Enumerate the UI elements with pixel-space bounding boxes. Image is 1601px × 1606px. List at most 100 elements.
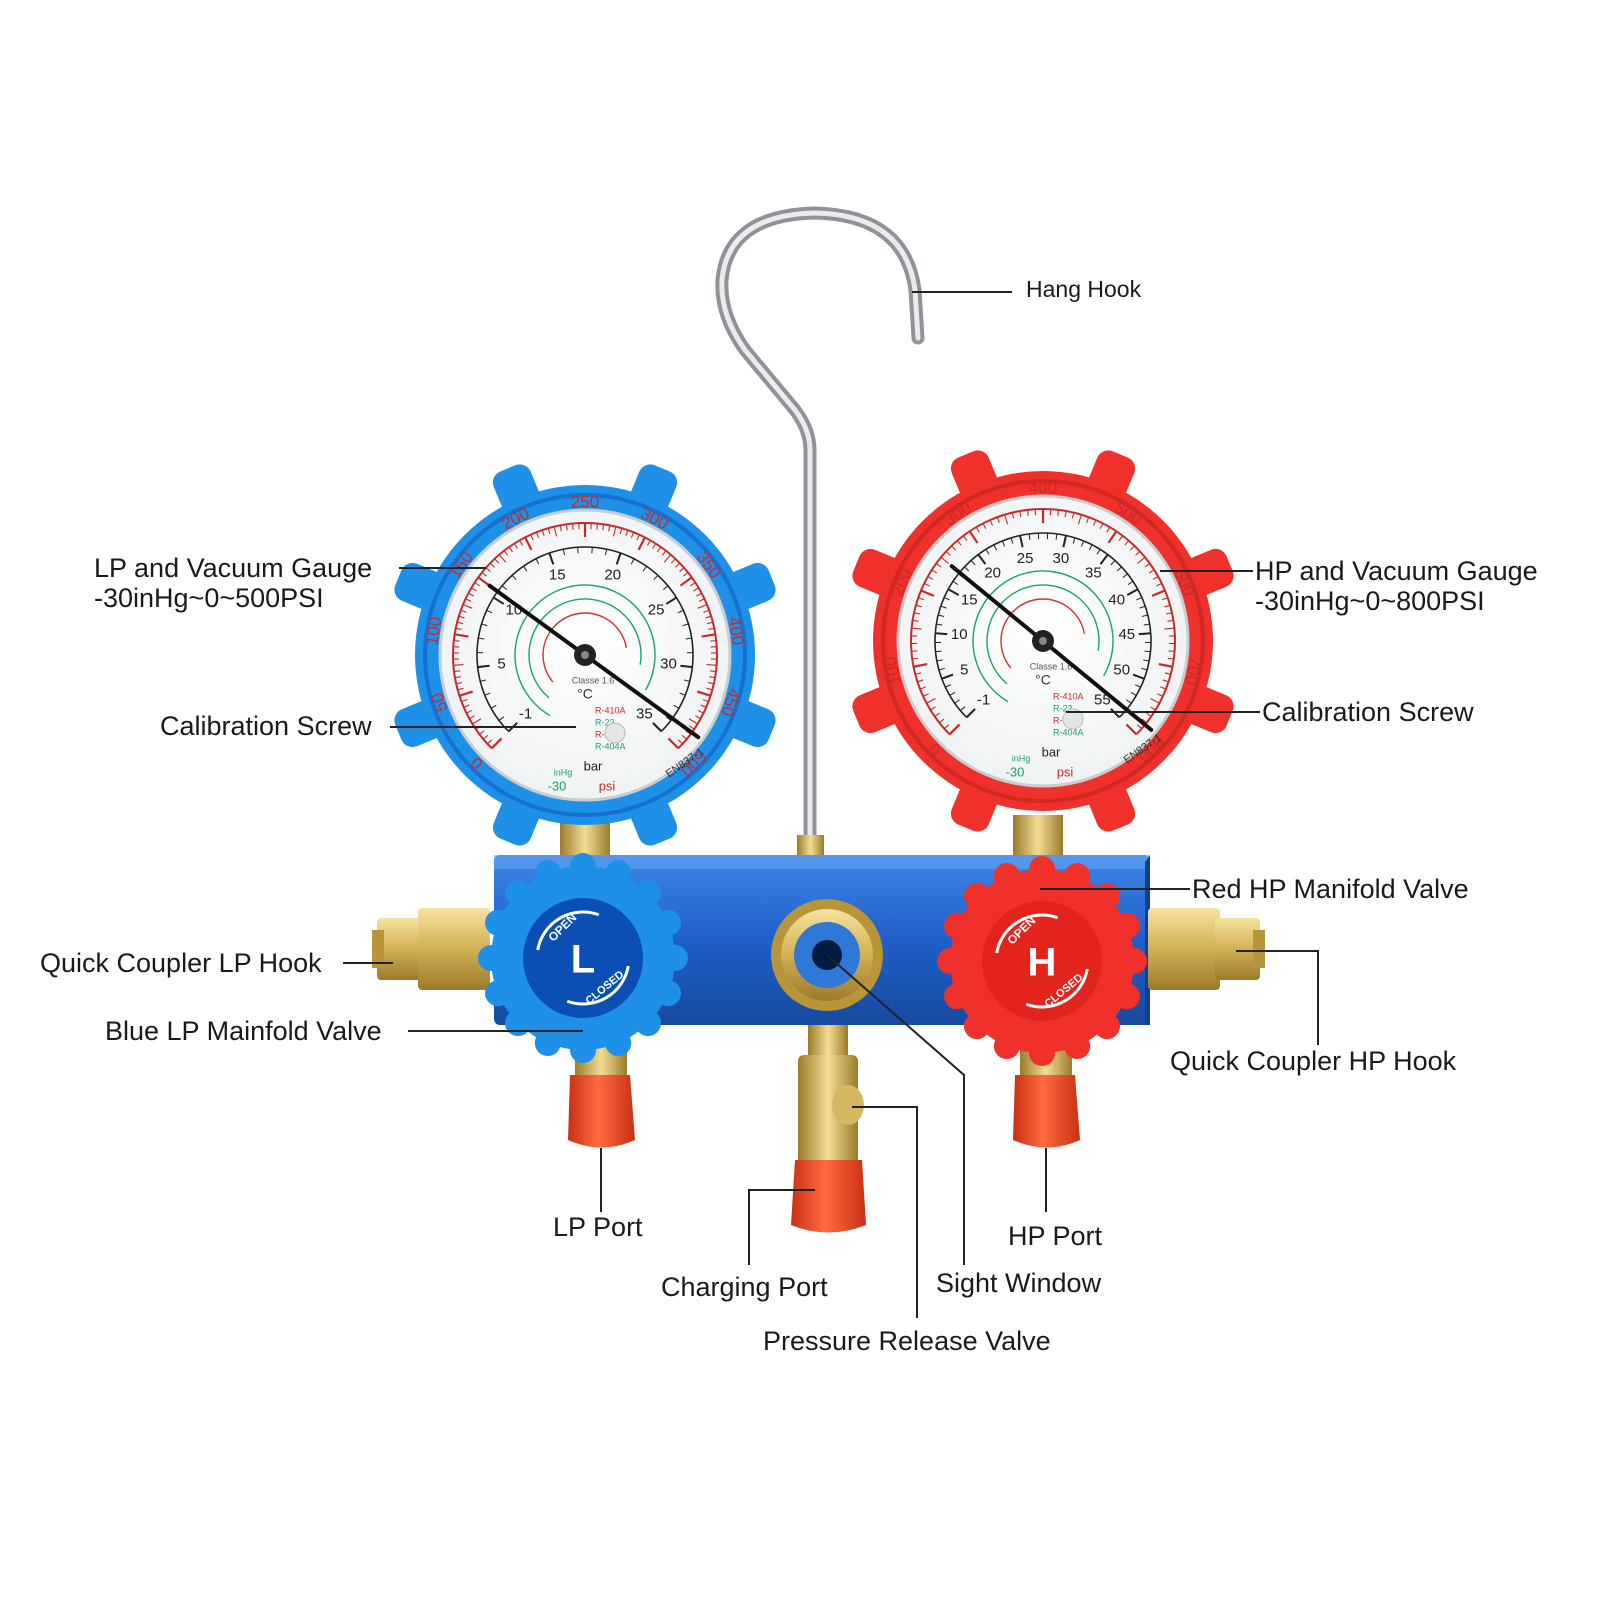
bar-tick-label: 50 xyxy=(1113,661,1130,678)
bar-unit: bar xyxy=(1042,744,1061,759)
knob-grip xyxy=(535,1030,561,1056)
knob-grip xyxy=(1094,883,1120,909)
knob-grip xyxy=(635,880,661,906)
psi-tick xyxy=(1027,510,1028,516)
hang-hook xyxy=(722,213,918,857)
vacuum-value: -30 xyxy=(548,778,567,793)
bar-tick-label: -1 xyxy=(977,691,990,708)
knob-grip xyxy=(535,860,561,886)
knob-grip xyxy=(1064,863,1090,889)
knob-grip xyxy=(944,913,970,939)
knob-grip xyxy=(655,910,681,936)
bar-tick xyxy=(478,666,490,667)
knob-grip xyxy=(485,980,511,1006)
knob-grip xyxy=(964,1013,990,1039)
label-hang-hook: Hang Hook xyxy=(1026,276,1141,302)
psi-tick xyxy=(453,665,463,666)
refrigerant-label: R-410A xyxy=(1053,691,1084,701)
bar-tick-label: 25 xyxy=(648,601,665,618)
knob-grip xyxy=(505,1010,531,1036)
psi-unit: psi xyxy=(1057,764,1074,779)
knob-grip xyxy=(1094,1013,1120,1039)
knob-grip xyxy=(570,1037,596,1063)
vacuum-value: -30 xyxy=(1006,764,1025,779)
temp-unit: °C xyxy=(1035,672,1051,688)
charging-port-fitting xyxy=(791,1025,866,1233)
class-text: Classe 1.6 xyxy=(1030,661,1073,671)
lp-quick-coupler xyxy=(372,908,490,990)
refrigerant-label: R-410A xyxy=(595,705,626,715)
label-blue-lp-mainfold-valve: Blue LP Mainfold Valve xyxy=(105,1016,382,1047)
psi-unit: psi xyxy=(599,778,616,793)
bar-tick-label: 35 xyxy=(1085,565,1102,582)
label-quick-coupler-lp-hook: Quick Coupler LP Hook xyxy=(40,948,322,979)
knob-grip xyxy=(655,980,681,1006)
inhg-unit: inHg xyxy=(1012,753,1031,763)
label-hp-calibration-screw: Calibration Screw xyxy=(1262,697,1474,728)
knob-grip xyxy=(1114,913,1140,939)
label-hp-gauge-line2: -30inHg~0~800PSI xyxy=(1255,586,1485,617)
knob-grip xyxy=(478,945,504,971)
inhg-unit: inHg xyxy=(554,767,573,777)
psi-tick-label: 250 xyxy=(571,492,599,511)
label-hp-port: HP Port xyxy=(1008,1221,1102,1252)
knob-letter: H xyxy=(1028,941,1057,985)
knob-grip xyxy=(635,1010,661,1036)
knob-grip xyxy=(944,983,970,1009)
bar-unit: bar xyxy=(584,758,603,773)
label-lp-calibration-screw: Calibration Screw xyxy=(160,711,372,742)
knob-grip xyxy=(937,948,963,974)
bar-tick-label: 40 xyxy=(1108,592,1125,609)
knob-grip xyxy=(570,853,596,879)
knob-grip xyxy=(485,910,511,936)
psi-tick xyxy=(597,524,598,530)
label-red-hp-manifold-valve: Red HP Manifold Valve xyxy=(1192,874,1469,905)
class-text: Classe 1.6 xyxy=(572,675,615,685)
bar-tick-label: 20 xyxy=(984,565,1001,582)
label-quick-coupler-hp-hook: Quick Coupler HP Hook xyxy=(1170,1046,1456,1077)
bar-tick-label: 5 xyxy=(960,661,968,678)
psi-tick xyxy=(1058,510,1059,516)
bar-tick-label: 45 xyxy=(1118,626,1135,643)
refrigerant-label: R-404A xyxy=(595,741,626,751)
bar-tick-label: 15 xyxy=(961,592,978,609)
psi-tick xyxy=(573,524,574,530)
knob-grip xyxy=(1114,983,1140,1009)
psi-tick xyxy=(454,671,460,672)
knob-grip xyxy=(662,945,688,971)
bar-tick xyxy=(935,633,947,634)
label-charging-port: Charging Port xyxy=(661,1272,828,1303)
knob-letter: L xyxy=(571,938,595,982)
bar-tick-label: 30 xyxy=(1053,550,1070,567)
calibration-screw xyxy=(605,723,625,743)
psi-tick xyxy=(454,641,460,642)
label-pressure-release-valve: Pressure Release Valve xyxy=(763,1326,1051,1357)
label-lp-gauge-line2: -30inHg~0~500PSI xyxy=(94,583,324,614)
bar-tick xyxy=(936,651,942,652)
bar-tick-label: 25 xyxy=(1017,550,1034,567)
knob-grip xyxy=(1029,1040,1055,1066)
knob-grip xyxy=(1064,1033,1090,1059)
knob-grip xyxy=(1121,948,1147,974)
bar-tick-label: 10 xyxy=(951,626,968,643)
bar-tick-label: 20 xyxy=(604,567,621,584)
label-sight-window: Sight Window xyxy=(936,1268,1101,1299)
hp-quick-coupler xyxy=(1148,908,1265,990)
bar-tick-label: 5 xyxy=(497,655,505,672)
label-hp-gauge-line1: HP and Vacuum Gauge xyxy=(1255,556,1538,587)
bar-tick-label: 30 xyxy=(660,655,677,672)
bar-tick-label: -1 xyxy=(519,705,532,722)
bar-tick-label: 15 xyxy=(549,567,566,584)
knob-grip xyxy=(605,1030,631,1056)
bar-tick xyxy=(1139,633,1151,634)
knob-grip xyxy=(605,860,631,886)
knob-grip xyxy=(505,880,531,906)
psi-tick xyxy=(710,641,716,642)
bar-tick xyxy=(1144,651,1150,652)
label-lp-gauge-line1: LP and Vacuum Gauge xyxy=(94,553,372,584)
